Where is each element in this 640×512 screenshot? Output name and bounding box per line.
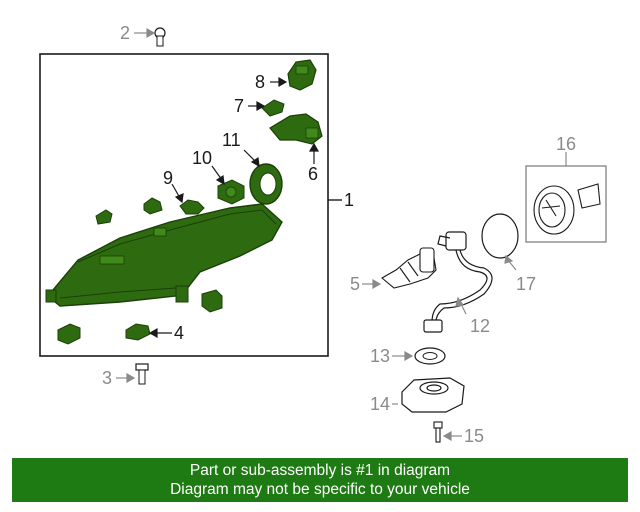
kit-bulb-cover [533,183,601,235]
screw-part-15[interactable] [433,421,443,443]
callout-4-leader [148,327,172,339]
clip-part-4[interactable] [125,323,151,341]
callout-1[interactable]: 1 [344,190,354,210]
harness-part-12[interactable] [423,231,493,333]
bracket-mount-right[interactable] [201,289,223,313]
bulb-part-6[interactable] [269,113,323,145]
banner-line-1: Part or sub-assembly is #1 in diagram [189,462,451,479]
callout-12-leader [455,296,467,315]
callout-16[interactable]: 16 [556,134,576,154]
callout-9[interactable]: 9 [163,168,173,188]
callout-14[interactable]: 14 [370,394,390,414]
screw-part-2[interactable] [154,27,166,47]
callout-3[interactable]: 3 [102,368,112,388]
callout-6[interactable]: 6 [308,164,318,184]
callout-6-leader [308,142,320,164]
callout-15-leader [442,430,462,442]
ballast-part-14[interactable] [401,377,465,413]
callout-3-leader [116,372,136,384]
callout-13[interactable]: 13 [370,346,390,366]
callout-8-leader [270,76,288,88]
callout-11-leader [243,149,260,168]
callout-5-leader [362,278,382,290]
clip-part-7[interactable] [261,99,285,117]
cover-part-11[interactable] [249,163,283,205]
callout-7-leader [248,100,266,112]
callout-10-leader [211,165,225,186]
callout-17[interactable]: 17 [516,274,536,294]
callout-17-leader [504,254,517,271]
bulb-part-5[interactable] [381,247,437,289]
bracket-clip-upper-left[interactable] [95,209,113,225]
clip-lower-left[interactable] [57,323,81,345]
callout-2-leader [134,27,156,39]
seal-part-13[interactable] [414,347,446,365]
bolt-part-3[interactable] [135,363,149,385]
callout-15[interactable]: 15 [464,426,484,446]
bulb-part-9[interactable] [179,199,205,215]
connector-part-8[interactable] [287,59,317,91]
callout-7[interactable]: 7 [234,96,244,116]
callout-8[interactable]: 8 [255,72,265,92]
info-banner: Part or sub-assembly is #1 in diagram Di… [12,458,628,502]
bracket-clip-upper-mid[interactable] [143,197,163,215]
banner-line-2: Diagram may not be specific to your vehi… [170,481,470,498]
callout-13-leader [392,350,414,362]
gasket-part-17[interactable] [481,213,519,259]
headlamp-housing[interactable] [45,203,283,307]
callout-10[interactable]: 10 [192,148,212,168]
callout-11[interactable]: 11 [222,130,241,150]
callout-9-leader [171,183,184,204]
callout-5[interactable]: 5 [350,274,360,294]
socket-part-10[interactable] [217,179,245,205]
callout-12[interactable]: 12 [470,316,490,336]
callout-4[interactable]: 4 [174,323,184,343]
callout-2[interactable]: 2 [120,23,130,43]
